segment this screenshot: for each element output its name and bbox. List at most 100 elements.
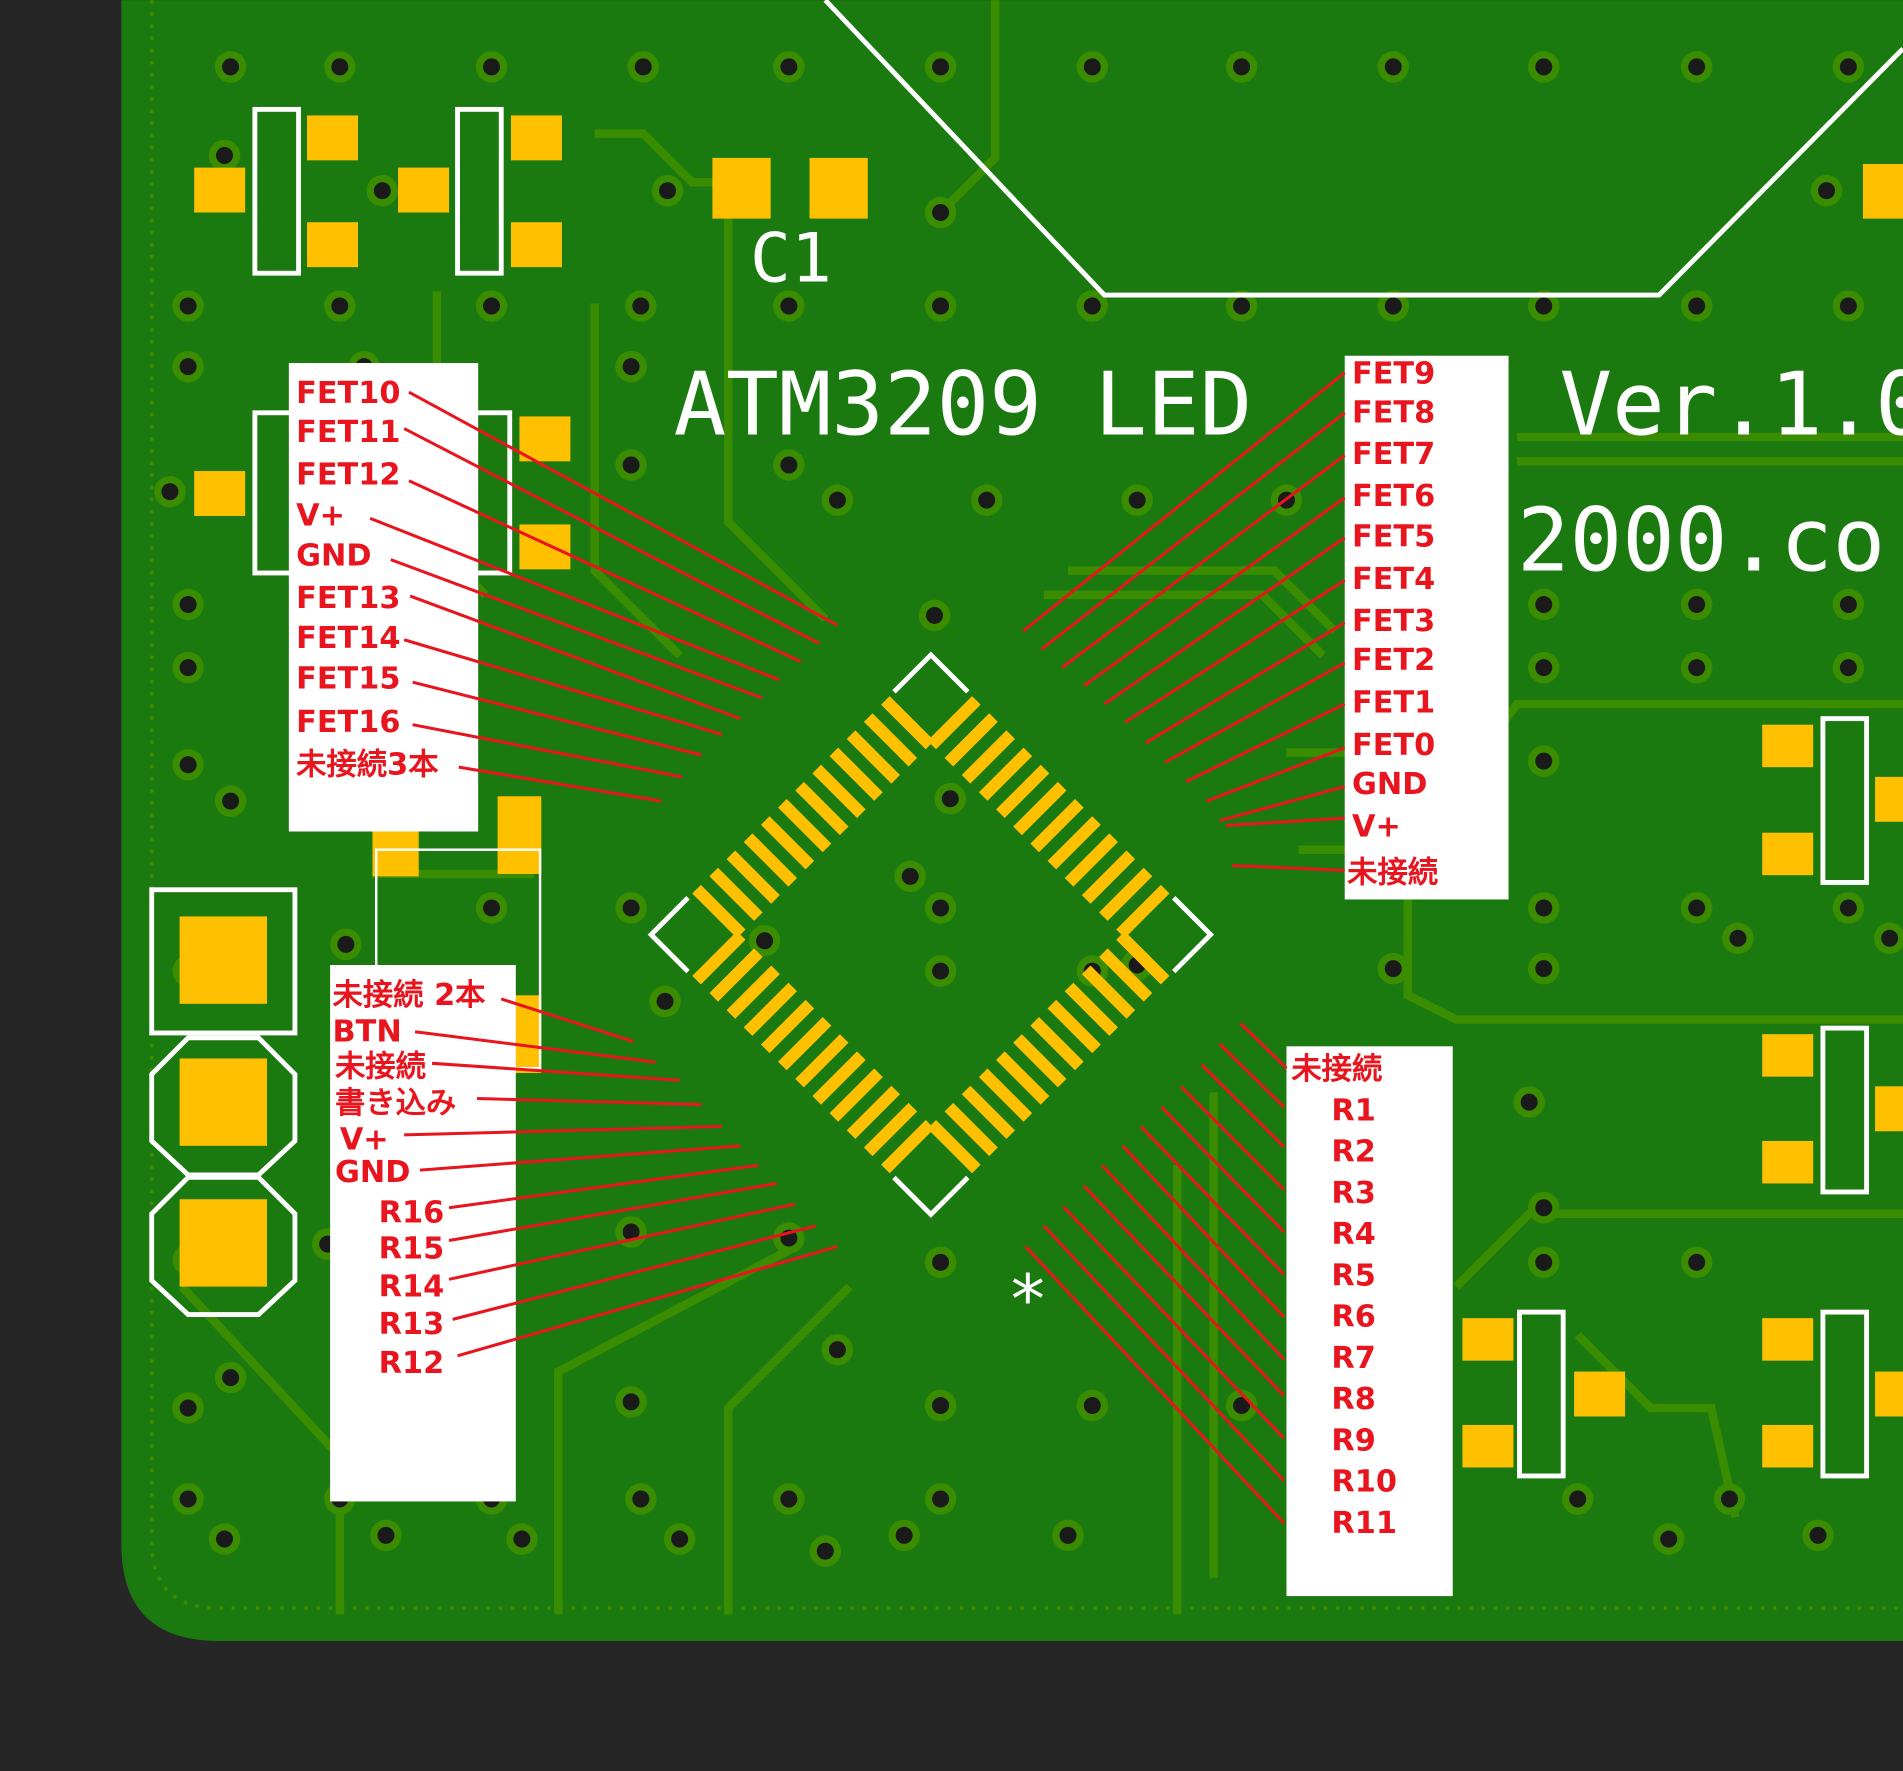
leader-line: [1239, 1022, 1288, 1070]
leader-line: [1121, 1144, 1286, 1318]
pin-label: R11: [1331, 1506, 1397, 1541]
ic-pad: [795, 781, 849, 836]
leader-line: [1231, 863, 1345, 872]
leader-line: [369, 516, 780, 682]
leader-line: [1200, 1063, 1286, 1149]
pin-label: 未接続: [1347, 855, 1439, 890]
leader-line: [408, 390, 839, 627]
pin-label: R6: [1331, 1300, 1375, 1335]
pin-label: R7: [1331, 1341, 1375, 1376]
label-box-bottom-right: [1286, 1046, 1453, 1597]
ic-pad: [1030, 1017, 1084, 1071]
leader-line: [408, 479, 802, 663]
pin-label: FET1: [1352, 686, 1435, 721]
pin-label: FET16: [296, 705, 400, 740]
board-url: 2000.co: [1517, 490, 1885, 592]
pin-label: V+: [340, 1122, 389, 1157]
leader-line: [1103, 536, 1346, 706]
ic-pad: [778, 1017, 832, 1071]
pin-label: 未接続 2本: [333, 978, 487, 1013]
leader-lines: [369, 371, 1346, 1525]
pin-label: R13: [379, 1307, 445, 1342]
leader-line: [476, 1096, 702, 1107]
ic-pad: [709, 948, 763, 1002]
pin-label: GND: [1352, 767, 1427, 802]
pin-label: FET10: [296, 376, 400, 411]
pin-label: FET7: [1352, 437, 1435, 472]
cap-ref-c1: C1: [750, 220, 832, 299]
ic-pad: [812, 1051, 866, 1105]
leader-line: [431, 1061, 680, 1082]
pin-label: FET12: [296, 457, 400, 492]
ic-pad: [846, 730, 900, 784]
pin-label: R10: [1331, 1465, 1397, 1500]
ic-pad: [726, 850, 780, 904]
pin-label: R4: [1331, 1217, 1375, 1252]
leader-line: [1139, 1125, 1286, 1276]
pin-label: FET11: [296, 415, 400, 450]
ic-pad: [961, 730, 1015, 784]
leader-line: [1185, 702, 1346, 784]
ic-pad: [1081, 850, 1136, 904]
leader-line: [390, 558, 763, 700]
leader-line: [412, 723, 683, 779]
pin-label: FET14: [296, 621, 400, 656]
pin1-mark: *: [1007, 1261, 1048, 1340]
leader-line: [458, 765, 662, 803]
pin-label: FET9: [1352, 357, 1435, 392]
ic-pad: [1013, 1034, 1067, 1088]
leader-line: [1144, 621, 1346, 745]
ic-pad: [1081, 965, 1136, 1019]
pin-label: GND: [296, 539, 371, 574]
ic-pad: [692, 931, 746, 985]
ic-pad: [978, 747, 1033, 801]
ic-pad: [881, 696, 935, 750]
leader-line: [1042, 1224, 1286, 1482]
leader-line: [409, 594, 741, 721]
pin-label: R8: [1331, 1382, 1375, 1417]
leader-line: [1179, 1085, 1286, 1191]
leader-line: [1040, 411, 1346, 651]
pin-label: FET3: [1352, 604, 1435, 639]
leader-line: [1082, 1184, 1286, 1397]
ic-pad: [829, 747, 883, 801]
pin-label: R3: [1331, 1176, 1375, 1211]
pin-label: R16: [379, 1195, 445, 1230]
pin-label: FET15: [296, 661, 400, 696]
leader-line: [1022, 371, 1346, 633]
board-version: Ver.1.0: [1560, 354, 1903, 456]
leader-line: [1062, 1205, 1286, 1440]
ic-pad: [1116, 931, 1170, 985]
ic-pad: [743, 982, 797, 1036]
pin-label: FET6: [1352, 479, 1435, 514]
ic-pad: [1047, 999, 1101, 1054]
pin-label: FET2: [1352, 643, 1435, 678]
leader-line: [403, 638, 723, 736]
ic-pad: [778, 799, 832, 853]
leader-line: [414, 1030, 656, 1064]
label-box-top-left: [288, 363, 479, 832]
pin-label: V+: [1352, 809, 1401, 844]
pin-label: 未接続3本: [296, 747, 439, 782]
leader-line: [448, 1181, 777, 1242]
ic-pad: [1064, 833, 1118, 887]
ic-pad: [978, 1068, 1033, 1122]
leader-line: [1160, 1105, 1286, 1234]
leader-line: [1225, 816, 1345, 827]
label-box-top-right: [1344, 355, 1509, 900]
ic-pad: [846, 1085, 900, 1139]
pin-label: 未接続: [1291, 1052, 1383, 1087]
pin-label: 書き込み: [335, 1086, 456, 1121]
pin-label: R5: [1331, 1258, 1375, 1293]
ic-pad: [760, 999, 815, 1054]
ic-pads: [692, 696, 1170, 1174]
leader-line: [1219, 785, 1346, 823]
pin-label: FET5: [1352, 519, 1435, 554]
ic-pad: [927, 696, 981, 750]
ic-pad: [927, 1120, 981, 1174]
ic-pad: [760, 816, 815, 870]
pin-label: FET4: [1352, 562, 1435, 597]
pin-label: R9: [1331, 1423, 1375, 1458]
ic-pad: [795, 1034, 849, 1088]
